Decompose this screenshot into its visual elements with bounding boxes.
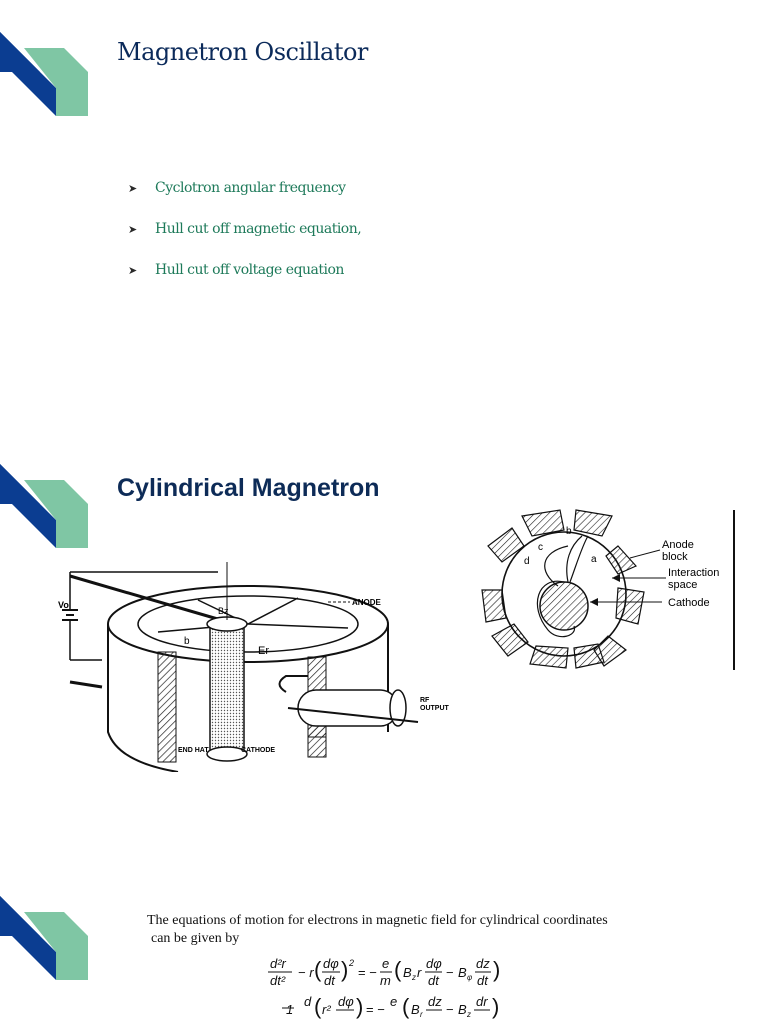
svg-text:dt: dt — [428, 973, 440, 988]
bullet-item: ➤Hull cut off voltage equation — [128, 262, 344, 278]
svg-text:−: − — [446, 965, 454, 980]
svg-text:(: ( — [314, 994, 322, 1019]
svg-text:r: r — [420, 1010, 423, 1019]
svg-text:dt: dt — [324, 973, 336, 988]
slide-equations-of-motion: The equations of motion for electrons in… — [0, 864, 768, 1024]
svg-text:r: r — [417, 965, 422, 980]
svg-text:B: B — [403, 965, 412, 980]
label-d: d — [524, 556, 530, 567]
svg-text:dr: dr — [476, 994, 488, 1009]
magnetron-cutaway-figure: Vo Bz Er b ANODE RF OUTPUT — [58, 562, 450, 772]
svg-text:dt²: dt² — [270, 973, 286, 988]
svg-text:dz: dz — [476, 956, 490, 971]
equation-intro-text: The equations of motion for electrons in… — [147, 913, 608, 946]
label-b: b — [184, 636, 190, 647]
label-interaction-2: space — [668, 579, 697, 591]
svg-text:r²: r² — [322, 1002, 331, 1017]
label-a: a — [591, 554, 597, 565]
svg-text:B: B — [411, 1002, 420, 1017]
cathode-circle — [539, 581, 589, 631]
arrow-bullet-icon: ➤ — [128, 182, 137, 195]
bullet-list: ➤Cyclotron angular frequency ➤Hull cut o… — [128, 180, 362, 303]
corner-decoration — [0, 464, 88, 548]
label-c: c — [538, 542, 543, 553]
label-cathode: Cathode — [668, 597, 710, 609]
bullet-item: ➤Hull cut off magnetic equation, — [128, 221, 362, 237]
label-end-hat: END HAT — [178, 747, 209, 754]
svg-text:= −: = − — [358, 965, 377, 980]
svg-text:d²r: d²r — [270, 956, 287, 971]
slide-title: Cylindrical Magnetron — [117, 474, 380, 502]
label-anode-block-2: block — [662, 551, 688, 563]
svg-text:dφ: dφ — [426, 956, 442, 971]
svg-text:− r: − r — [298, 965, 314, 980]
svg-text:): ) — [341, 957, 348, 982]
svg-text:1: 1 — [286, 1002, 293, 1017]
arrow-bullet-icon: ➤ — [128, 223, 137, 236]
rf-output-coax — [297, 689, 399, 727]
svg-text:d: d — [304, 994, 312, 1009]
svg-text:): ) — [492, 994, 499, 1019]
slide-magnetron-oscillator: Magnetron Oscillator ➤Cyclotron angular … — [0, 0, 768, 432]
svg-text:= −: = − — [366, 1002, 385, 1017]
svg-text:(: ( — [402, 994, 410, 1019]
slide-cylindrical-magnetron: Cylindrical Magnetron Vo — [0, 432, 768, 864]
label-anode-block-1: Anode — [662, 539, 694, 551]
label-b: b — [566, 526, 572, 537]
svg-text:dt: dt — [477, 973, 489, 988]
bullet-item: ➤Cyclotron angular frequency — [128, 180, 346, 196]
svg-text:dz: dz — [428, 994, 442, 1009]
svg-text:e: e — [390, 994, 397, 1009]
label-bz: Bz — [218, 606, 229, 616]
svg-text:): ) — [493, 957, 500, 982]
svg-text:B: B — [458, 965, 467, 980]
label-rf: RF — [420, 697, 430, 704]
svg-text:): ) — [356, 994, 363, 1019]
label-anode: ANODE — [352, 598, 382, 607]
svg-text:(: ( — [394, 957, 402, 982]
svg-text:dφ: dφ — [323, 956, 339, 971]
svg-text:φ: φ — [467, 973, 472, 982]
corner-decoration — [0, 896, 88, 980]
svg-text:−: − — [446, 1002, 454, 1017]
label-vo: Vo — [58, 600, 69, 610]
label-interaction-1: Interaction — [668, 567, 719, 579]
arrow-bullet-icon: ➤ — [128, 264, 137, 277]
svg-text:z: z — [411, 973, 416, 982]
svg-text:e: e — [382, 956, 389, 971]
corner-decoration — [0, 32, 88, 116]
slide-title: Magnetron Oscillator — [117, 38, 368, 66]
label-cathode: CATHODE — [241, 747, 275, 754]
label-er: Er — [258, 645, 269, 657]
cathode-column — [209, 623, 245, 755]
label-output: OUTPUT — [420, 705, 450, 712]
svg-text:B: B — [458, 1002, 467, 1017]
svg-text:z: z — [466, 1010, 471, 1019]
svg-text:dφ: dφ — [338, 994, 354, 1009]
svg-text:(: ( — [314, 957, 322, 982]
svg-text:2: 2 — [348, 958, 354, 968]
magnetron-cross-section-figure: a b c d Anode block Interaction space Ca… — [481, 509, 735, 670]
svg-text:m: m — [380, 973, 391, 988]
